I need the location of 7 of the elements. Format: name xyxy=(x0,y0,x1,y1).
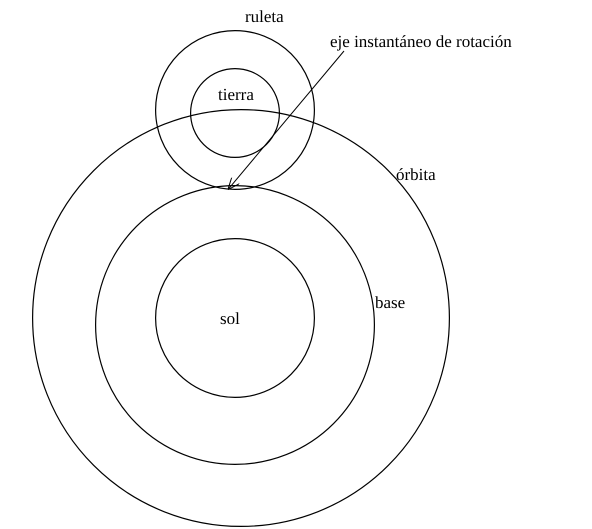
leader-arrow xyxy=(227,50,344,190)
circle-label: ruleta xyxy=(245,8,284,27)
circle-label: base xyxy=(375,294,406,313)
circle-label: órbita xyxy=(396,166,436,185)
circle-label: tierra xyxy=(218,86,254,105)
annotation-text: eje instantáneo de rotación xyxy=(330,32,512,51)
circle-label: sol xyxy=(220,310,240,329)
